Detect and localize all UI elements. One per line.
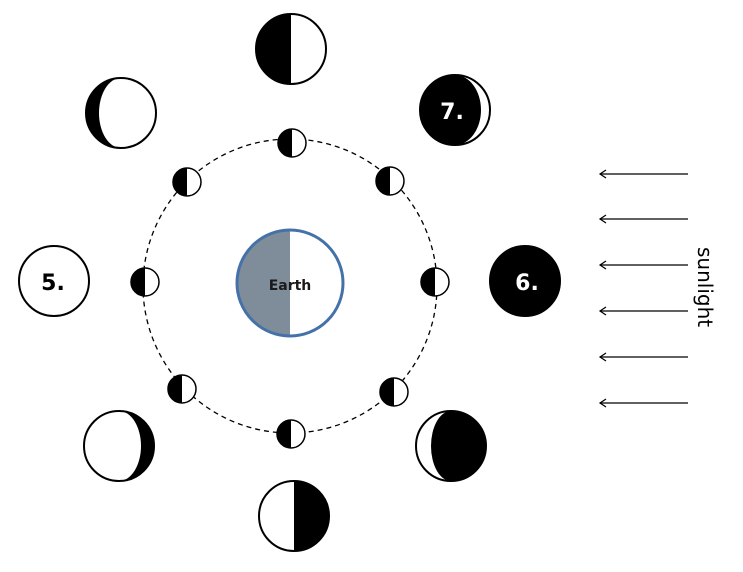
orbit-moon-right bbox=[420, 267, 450, 297]
orbit-moon-top bbox=[277, 128, 307, 158]
sunlight-arrow bbox=[598, 260, 688, 270]
phase-moon-bottom-left bbox=[83, 410, 155, 482]
phase-label-6: 6. bbox=[515, 271, 539, 296]
earth: Earth bbox=[235, 228, 345, 338]
sunlight-arrow bbox=[598, 398, 688, 408]
sunlight-arrow bbox=[598, 214, 688, 224]
phase-label-5: 5. bbox=[41, 271, 65, 296]
earth-night-side bbox=[237, 230, 290, 336]
sunlight-arrow bbox=[598, 306, 688, 316]
orbit-moons bbox=[130, 128, 450, 449]
sunlight-arrows bbox=[598, 169, 688, 408]
orbit-moon-left bbox=[130, 267, 160, 297]
phase-moon-right: 6. bbox=[489, 245, 561, 317]
orbit-moon-bottom-right bbox=[379, 377, 409, 407]
orbit-moon-bottom bbox=[276, 419, 306, 449]
earth-outline bbox=[235, 228, 345, 338]
phase-moon-top bbox=[255, 13, 327, 85]
sunlight-arrow bbox=[598, 352, 688, 362]
phase-label-7: 7. bbox=[440, 100, 464, 125]
phase-moons: 7. 5. 6. bbox=[18, 13, 561, 552]
orbit-moon-top-right bbox=[375, 166, 405, 196]
phase-moon-top-left bbox=[85, 77, 157, 149]
sunlight-label: sunlight bbox=[693, 247, 717, 327]
phase-moon-bottom bbox=[258, 480, 330, 552]
phase-moon-left: 5. bbox=[18, 245, 90, 317]
phase-moon-bottom-right bbox=[415, 410, 487, 482]
phase-moon-top-right: 7. bbox=[419, 74, 491, 146]
sunlight-arrow bbox=[598, 169, 688, 179]
earth-label: Earth bbox=[269, 278, 312, 294]
orbit-moon-bottom-left bbox=[167, 374, 197, 404]
orbit-moon-top-left bbox=[172, 167, 202, 197]
